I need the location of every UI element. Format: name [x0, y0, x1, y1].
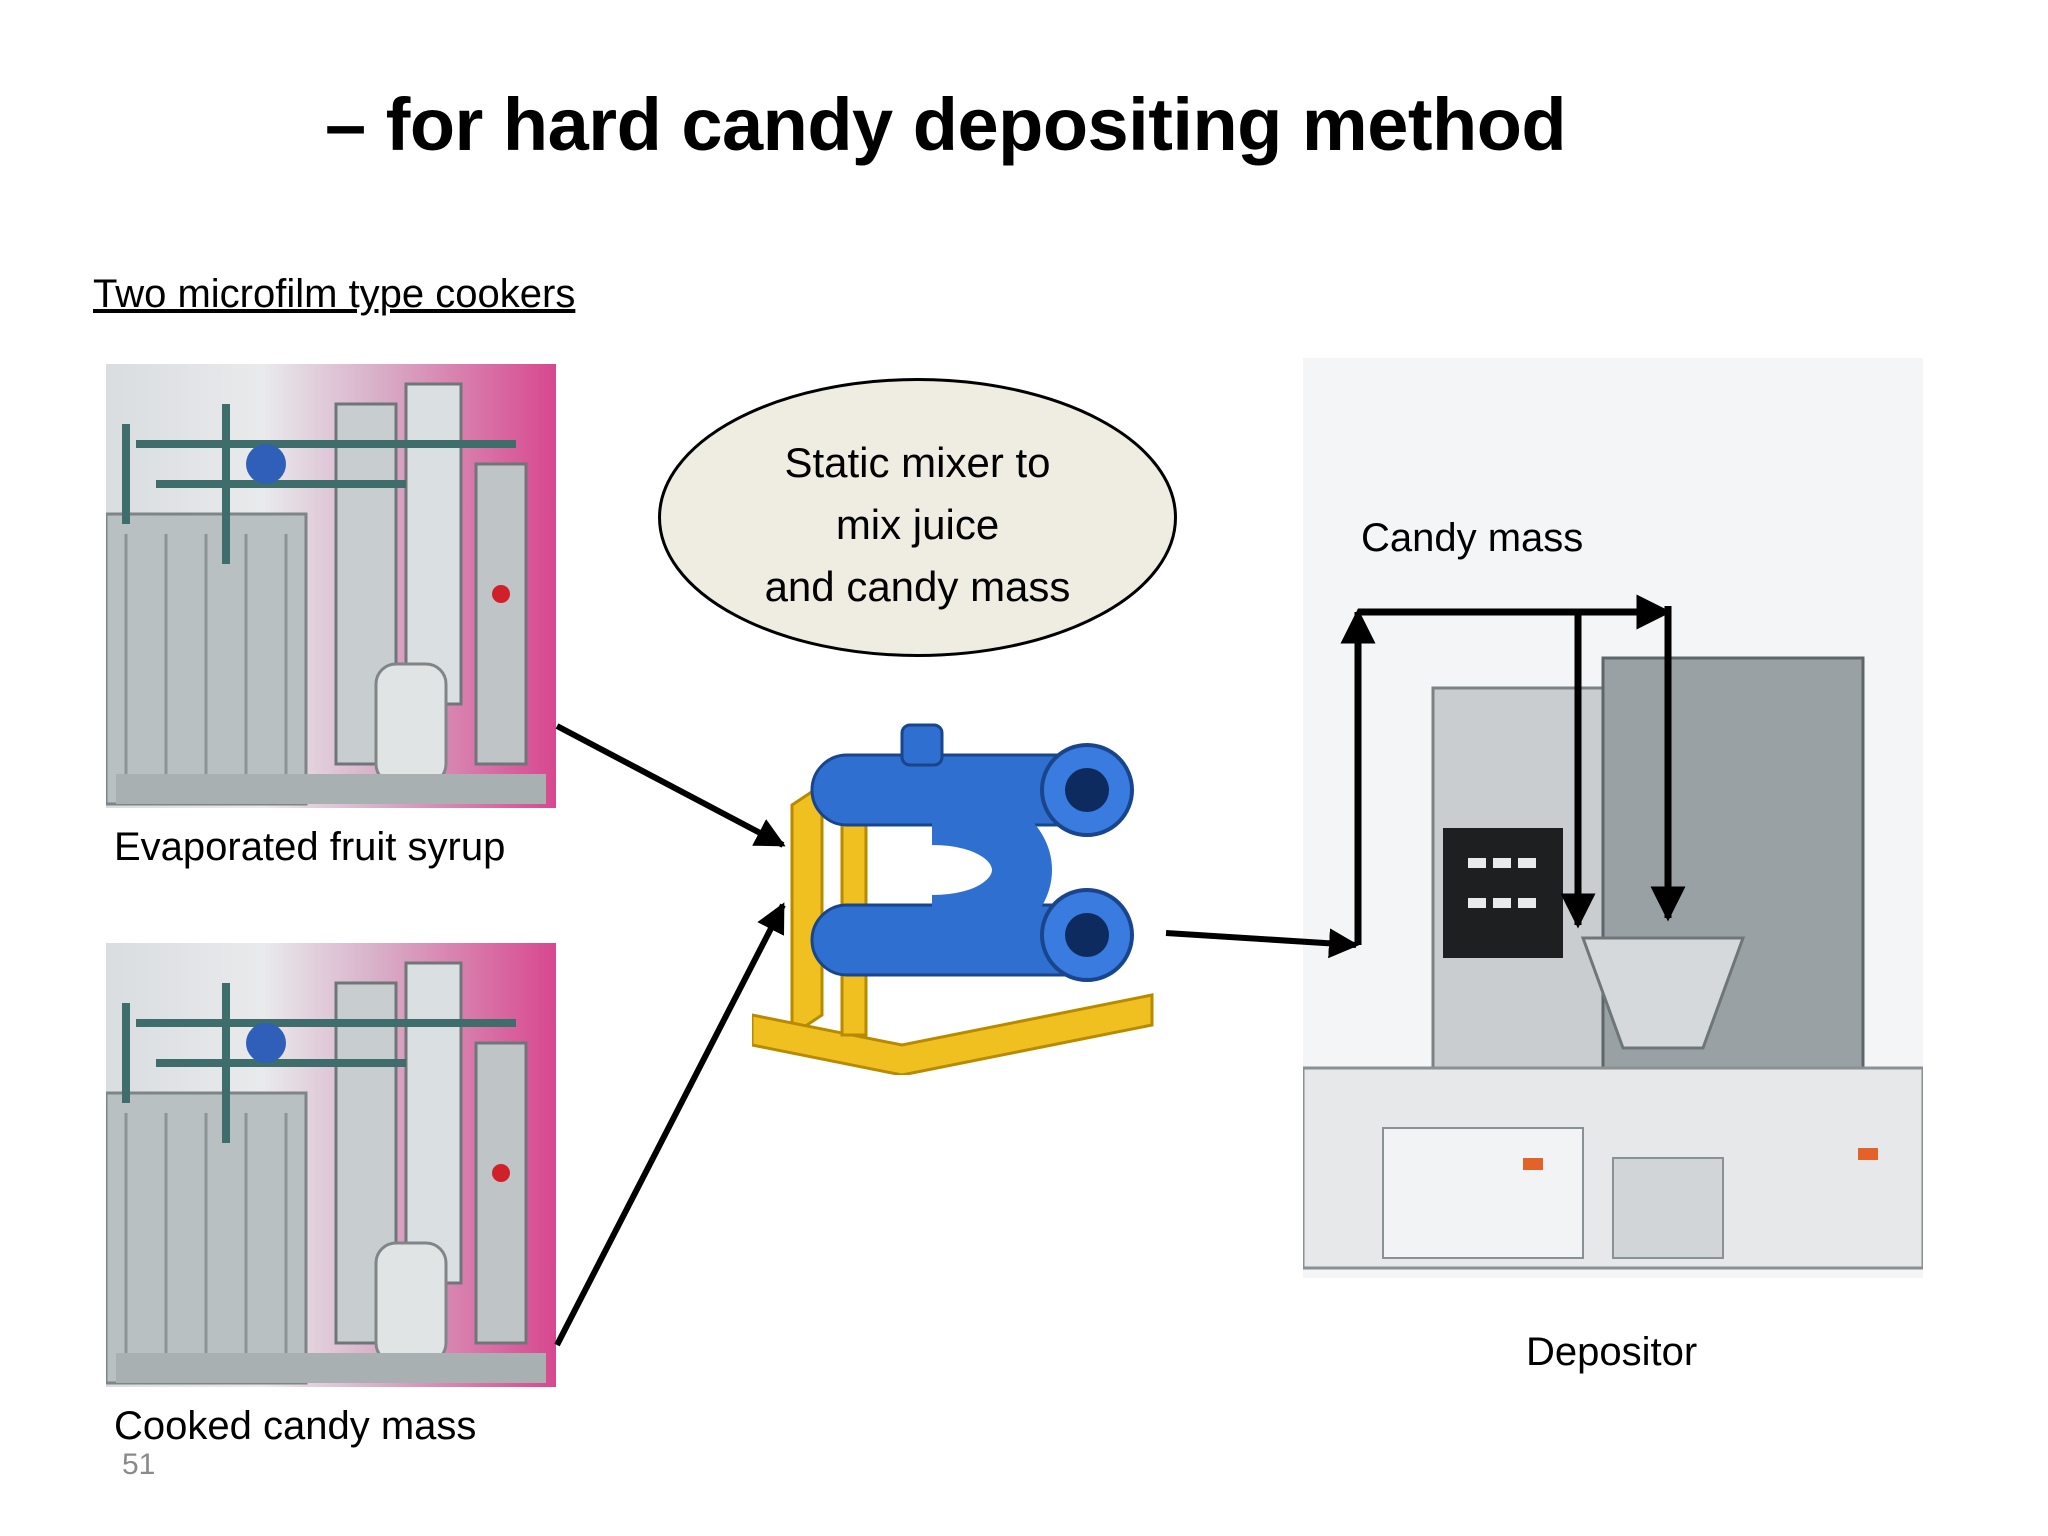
- depositor-photo: [1303, 358, 1923, 1278]
- depositor-label: Depositor: [1526, 1330, 1698, 1374]
- callout-ellipse: [658, 378, 1177, 657]
- cooker-bottom-photo: [106, 943, 556, 1387]
- arrow-mixer-to-depositor: [1165, 928, 1359, 959]
- callout-line: Static mixer to: [784, 439, 1051, 486]
- callout-text: Static mixer to mix juice and candy mass: [657, 432, 1178, 618]
- cooker-top-label: Evaporated fruit syrup: [114, 825, 506, 869]
- cooker-machine-illustration: [106, 961, 546, 1385]
- callout-line: and candy mass: [764, 563, 1071, 610]
- page-number: 51: [122, 1448, 156, 1481]
- slide-title: – for hard candy depositing method: [325, 83, 1567, 166]
- callout-line: mix juice: [835, 501, 1000, 548]
- static-mixer-illustration: [752, 723, 1154, 1075]
- cooker-bottom-label: Cooked candy mass: [114, 1404, 477, 1448]
- slide-subtitle: Two microfilm type cookers: [93, 272, 576, 316]
- static-mixer-callout: [658, 378, 1177, 657]
- candy-mass-label: Candy mass: [1361, 516, 1584, 560]
- arrow-candy-to-mixer: [554, 902, 786, 1347]
- arrow-syrup-to-mixer: [555, 723, 786, 848]
- cooker-top-photo: [106, 364, 556, 808]
- cooker-machine-illustration: [106, 382, 546, 806]
- static-mixer-photo: [752, 695, 1162, 1075]
- depositor-machine-illustration: [1303, 656, 1923, 1270]
